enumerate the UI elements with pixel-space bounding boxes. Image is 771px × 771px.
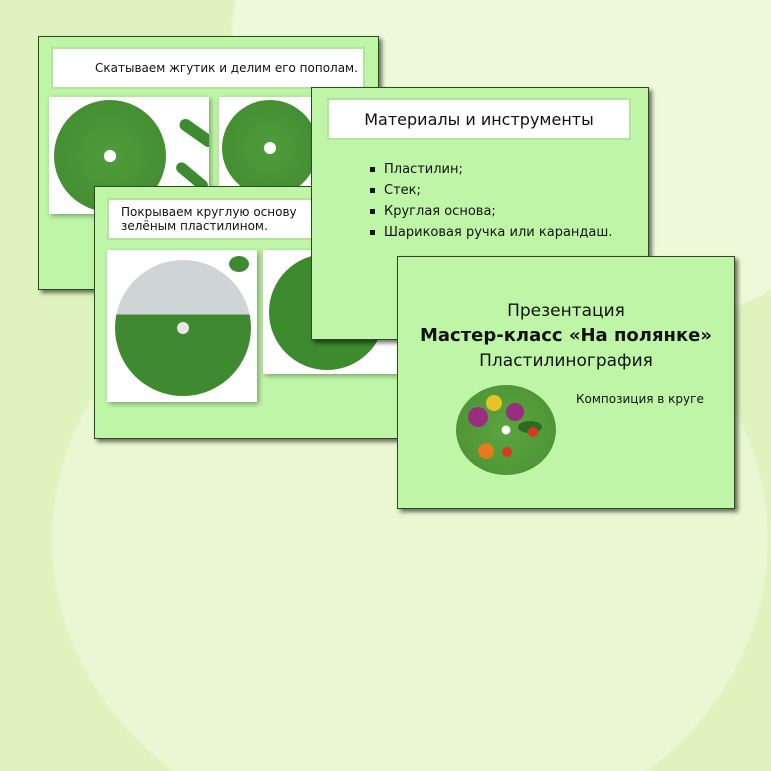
presentation-title: Мастер-класс «На полянке»: [419, 325, 713, 346]
list-item: Круглая основа;: [370, 204, 612, 219]
slide-title: Скатываем жгутик и делим его пополам.: [95, 61, 358, 75]
slide-title-box: Скатываем жгутик и делим его пополам.: [51, 47, 365, 89]
composition-caption: Композиция в круге: [576, 392, 704, 406]
list-item: Пластилин;: [370, 162, 612, 177]
presentation-label: Презентация: [507, 301, 625, 321]
slide-title: Покрываем круглую основу зелёным пластил…: [121, 205, 297, 233]
slide-title: Материалы и инструменты: [364, 109, 594, 129]
list-item: Шариковая ручка или карандаш.: [370, 225, 612, 240]
slide-cover[interactable]: Презентация Мастер-класс «На полянке» Пл…: [397, 256, 735, 509]
slide-title-box: Материалы и инструменты: [327, 98, 631, 140]
list-item: Стек;: [370, 183, 612, 198]
slide-cover-base[interactable]: Покрываем круглую основу зелёным пластил…: [94, 186, 424, 439]
materials-list: Пластилин; Стек; Круглая основа; Шариков…: [370, 162, 612, 246]
photo-cd-partial: [107, 250, 257, 402]
plasticine-composition-image: [456, 385, 556, 475]
presentation-subtitle: Пластилинография: [479, 351, 653, 371]
